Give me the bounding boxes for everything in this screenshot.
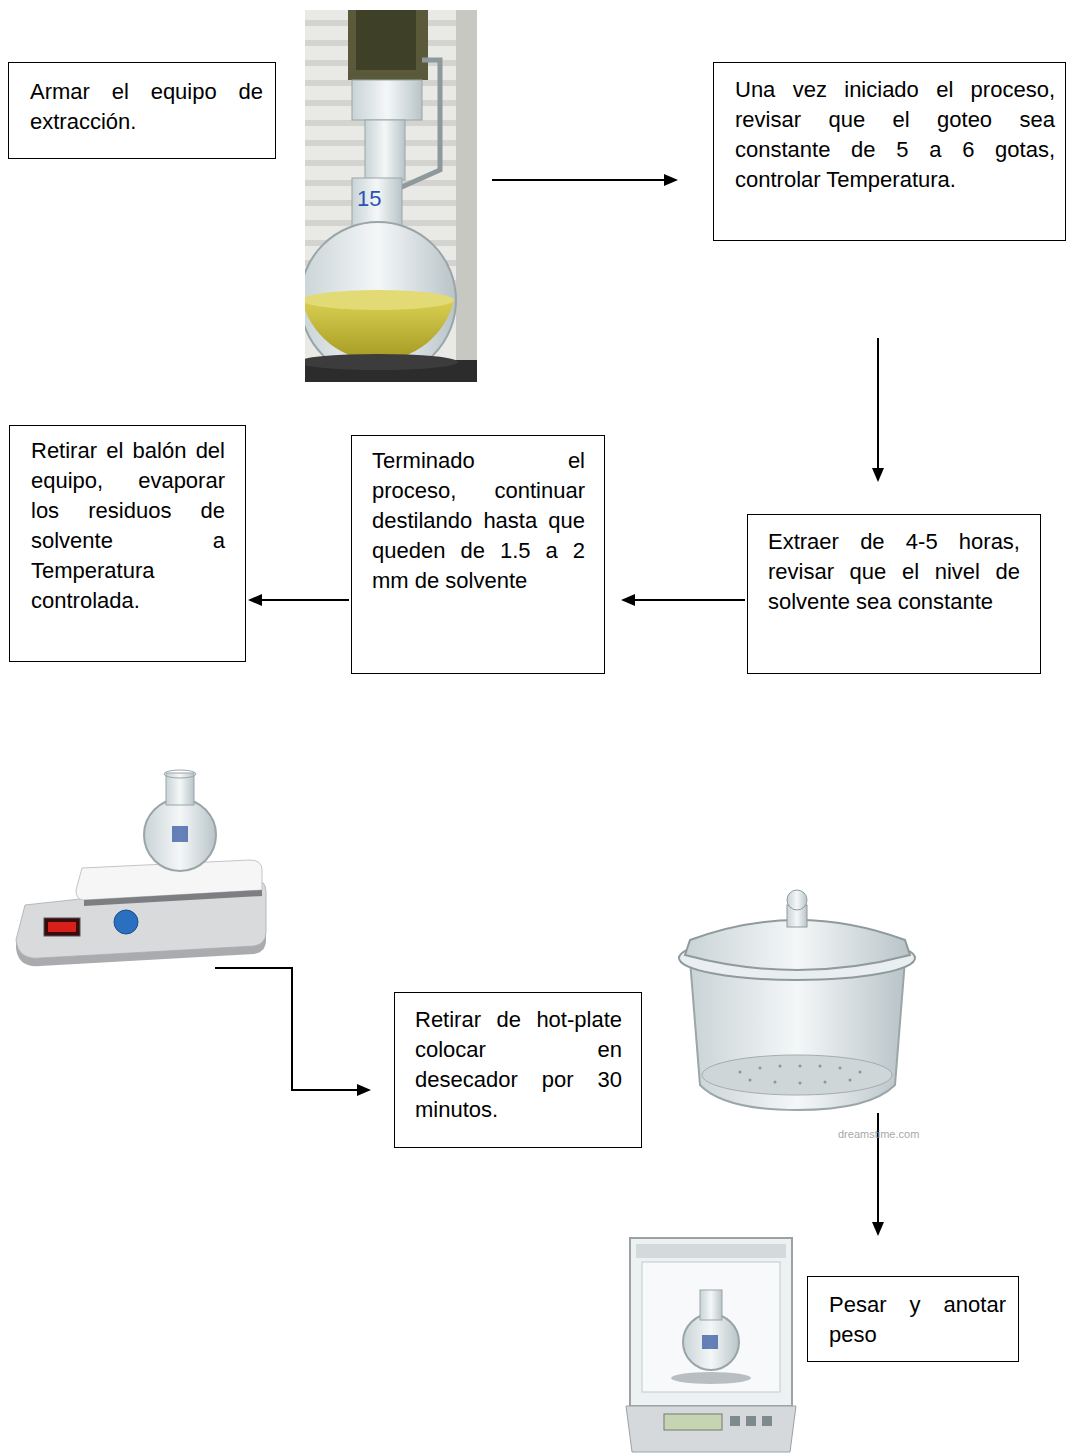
- desiccator-illustration: [787, 890, 807, 910]
- soxhlet-photo: [348, 10, 428, 80]
- hotplate-illustration: [48, 922, 76, 932]
- arrowhead: [664, 174, 678, 186]
- watermark: dreamstime.com: [838, 1128, 919, 1140]
- process-box: Terminado el proceso, continuar destilan…: [351, 435, 605, 674]
- node-text: Armar el equipo de extracción.: [30, 77, 263, 137]
- hotplate-illustration: [144, 799, 216, 871]
- hotplate-illustration: [172, 826, 188, 842]
- arrowhead: [872, 468, 884, 482]
- soxhlet-photo: [352, 80, 422, 120]
- balance-illustration: [630, 1238, 792, 1406]
- illustration-arrow: [492, 179, 666, 181]
- node-text: Retirar de hot-plate colocar en desecado…: [415, 1005, 622, 1125]
- desiccator-illustration: [779, 1065, 782, 1068]
- desiccator-illustration: [679, 890, 915, 1110]
- soxhlet-photo: [305, 354, 458, 370]
- arrowhead: [357, 1084, 371, 1096]
- flow-arrow: [872, 338, 884, 482]
- desiccator-illustration: [739, 1071, 742, 1074]
- balance-illustration: [626, 1238, 796, 1452]
- desiccator-illustration: [749, 1079, 752, 1082]
- soxhlet-photo: [456, 10, 477, 382]
- soxhlet-photo: [305, 10, 477, 382]
- hotplate-illustration: [114, 910, 138, 934]
- desiccator-illustration: [774, 1081, 777, 1084]
- process-box: Pesar y anotar peso: [807, 1276, 1019, 1362]
- flow-arrow: [621, 594, 745, 606]
- desiccator-illustration: [739, 1065, 862, 1085]
- desiccator-illustration: [859, 1071, 862, 1074]
- glass-marking: 15: [357, 186, 381, 212]
- balance-illustration: [671, 1372, 751, 1384]
- node-text: Extraer de 4-5 horas, revisar que el niv…: [768, 527, 1020, 617]
- desiccator-illustration: [824, 1081, 827, 1084]
- soxhlet-photo: [365, 120, 405, 180]
- process-box: Retirar de hot-plate colocar en desecado…: [394, 992, 642, 1148]
- process-box: Extraer de 4-5 horas, revisar que el niv…: [747, 514, 1041, 674]
- hotplate-illustration: [84, 890, 262, 906]
- hotplate-illustration: [164, 770, 196, 778]
- node-text: Terminado el proceso, continuar destilan…: [372, 446, 585, 596]
- balance-illustration: [683, 1314, 739, 1370]
- process-box: Una vez iniciado el proceso, revisar que…: [713, 62, 1066, 241]
- connector-line: [260, 599, 349, 601]
- balance-illustration: [664, 1414, 722, 1430]
- hotplate-illustration: [16, 770, 266, 966]
- desiccator-illustration: [849, 1079, 852, 1082]
- desiccator-illustration: [702, 1055, 892, 1095]
- flow-arrow: [248, 594, 349, 606]
- desiccator-illustration: [759, 1067, 762, 1070]
- desiccator-illustration: [799, 1065, 802, 1068]
- arrowhead: [248, 594, 262, 606]
- balance-illustration: [636, 1244, 786, 1258]
- connector-line: [877, 338, 879, 470]
- node-text: Retirar el balón del equipo, evaporar lo…: [31, 436, 225, 616]
- hotplate-illustration: [16, 932, 266, 966]
- desiccator-illustration: [799, 1082, 802, 1085]
- desiccator-illustration: [819, 1065, 822, 1068]
- balance-illustration: [730, 1416, 740, 1426]
- connector-line: [633, 599, 745, 601]
- node-text: Una vez iniciado el proceso, revisar que…: [735, 75, 1055, 195]
- hotplate-illustration: [44, 918, 80, 936]
- process-box: Armar el equipo de extracción.: [8, 62, 276, 159]
- balance-illustration: [762, 1416, 772, 1426]
- balance-illustration: [626, 1406, 796, 1452]
- desiccator-illustration: [839, 1067, 842, 1070]
- desiccator-illustration: [690, 960, 905, 1110]
- arrowhead: [872, 1222, 884, 1236]
- balance-illustration: [746, 1416, 756, 1426]
- balance-illustration: [702, 1335, 718, 1349]
- soxhlet-photo: [305, 290, 454, 310]
- soxhlet-photo: [356, 10, 416, 70]
- arrowhead: [357, 174, 884, 1236]
- illustration-arrow: [215, 180, 878, 1224]
- arrowhead: [621, 594, 635, 606]
- process-box: Retirar el balón del equipo, evaporar lo…: [9, 425, 246, 662]
- balance-illustration: [700, 1290, 722, 1320]
- node-text: Pesar y anotar peso: [829, 1290, 1006, 1350]
- illustration-arrow: [215, 968, 359, 1090]
- balance-illustration: [642, 1262, 780, 1392]
